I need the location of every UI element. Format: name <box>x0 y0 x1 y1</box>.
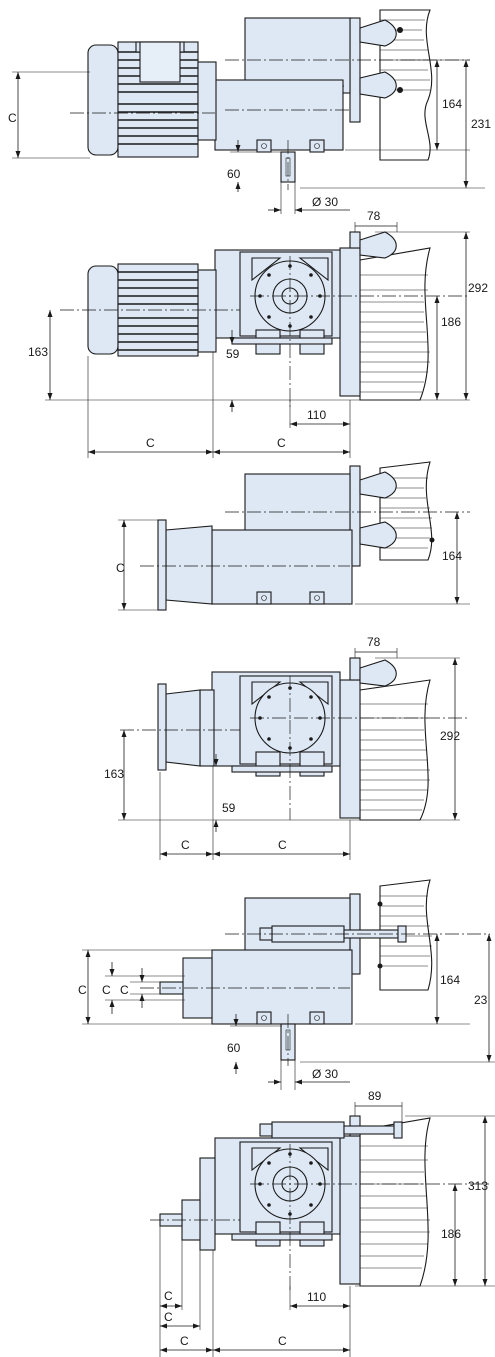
flange-plate <box>349 17 361 123</box>
actuator-cylinder <box>271 1121 345 1139</box>
wall-ribs <box>360 274 430 393</box>
dim-c-right-label: C <box>277 436 286 450</box>
foot-right <box>309 139 325 153</box>
foot-left <box>256 139 272 153</box>
dim-c-label: C <box>8 111 17 125</box>
dim-164-label: 164 <box>442 97 462 111</box>
dim-c2-label: C <box>102 983 111 997</box>
dim-110-label: 110 <box>307 1290 326 1304</box>
dim-c3-label: C <box>120 983 129 997</box>
dim-c-left-label: C <box>146 436 155 450</box>
actuator-rod <box>343 1125 397 1135</box>
dim-c4-label: C <box>278 1334 287 1348</box>
clamp-upper <box>359 471 397 499</box>
dim-23-label: 23 <box>474 993 488 1007</box>
motor-cooling-fins <box>118 271 198 351</box>
motor-flange <box>199 689 215 767</box>
motor-cooling-fins <box>118 51 198 145</box>
clamp-lower <box>359 521 397 549</box>
view-1-side-motor-gearbox: C 164 231 60 Ø 30 <box>8 9 491 214</box>
view-4-front-flange: 78 292 163 59 C C <box>104 635 470 860</box>
dim-c-label: C <box>116 561 125 575</box>
adapter-flange <box>157 683 167 771</box>
view-2-front-motor-gearbox: 78 292 186 163 59 110 C C <box>28 209 488 458</box>
gearbox-corner-tl <box>251 257 282 282</box>
dim-292-label: 292 <box>468 281 488 295</box>
dim-c3-label: C <box>180 1334 189 1348</box>
actuator-cap <box>259 1123 273 1137</box>
gearbox-lower-body <box>211 949 353 1025</box>
bell-housing <box>165 525 213 605</box>
view-6-front-input-shaft: 89 313 186 110 C C C C <box>150 1089 495 1357</box>
dim-dia30-label: Ø 30 <box>312 1067 338 1081</box>
dim-164-label: 164 <box>440 973 460 987</box>
adapter-flange <box>157 519 167 611</box>
motor-end-cap <box>87 44 119 156</box>
dim-c1-label: C <box>78 983 87 997</box>
dim-164-label: 164 <box>442 549 462 563</box>
dim-292-label: 292 <box>440 729 460 743</box>
foot-left <box>256 591 272 605</box>
dim-110-label: 110 <box>307 408 326 422</box>
bell-housing <box>165 689 201 767</box>
flange-plate-top <box>349 231 361 249</box>
dim-163-label: 163 <box>104 767 124 781</box>
dim-231-label: 231 <box>471 117 491 131</box>
dim-163-label: 163 <box>28 345 48 359</box>
gearbox-base <box>231 765 333 773</box>
bolt-head <box>397 27 403 33</box>
foot-right <box>309 591 325 605</box>
mounting-wall <box>359 1117 431 1287</box>
dim-c-right-label: C <box>278 838 287 852</box>
dim-186-label: 186 <box>441 315 461 329</box>
foot-left <box>256 1011 272 1025</box>
flange-plate <box>339 247 361 397</box>
flange-plate <box>339 1135 361 1285</box>
foot-right <box>309 1011 325 1025</box>
wall-ribs <box>380 477 432 549</box>
gearbox-base <box>231 1233 333 1241</box>
wall-ribs <box>360 1145 430 1269</box>
dim-186-label: 186 <box>441 1227 461 1241</box>
dim-313-label: 313 <box>468 1179 488 1193</box>
clamp-lower <box>359 71 397 99</box>
dim-c2-label: C <box>164 1310 173 1324</box>
input-housing <box>199 1157 216 1251</box>
clamp <box>359 231 397 259</box>
dim-59-label: 59 <box>222 801 236 815</box>
dim-c-left-label: C <box>181 838 190 852</box>
gearbox-lower-body <box>211 529 353 605</box>
dim-89-label: 89 <box>368 1089 382 1103</box>
clamp-upper <box>359 19 397 47</box>
flange-plate <box>339 679 361 819</box>
dim-78-label: 78 <box>367 209 381 223</box>
bolt-head <box>397 87 403 93</box>
gearbox-base <box>231 337 333 345</box>
mounting-wall <box>359 247 431 401</box>
dim-59-label: 59 <box>226 347 240 361</box>
motor-flange <box>197 269 217 353</box>
actuator-rod-end <box>393 1121 403 1139</box>
gearbox-corner-tr <box>298 257 329 282</box>
flange-plate-top <box>349 657 361 681</box>
clamp <box>359 659 397 687</box>
dim-c1-label: C <box>164 1289 173 1303</box>
dim-dia30-label: Ø 30 <box>312 195 338 209</box>
dim-60-label: 60 <box>227 1041 241 1055</box>
dim-60-label: 60 <box>227 167 241 181</box>
motor-flange <box>197 61 217 141</box>
terminal-box-lid <box>139 41 181 83</box>
dim-78-label: 78 <box>367 635 381 649</box>
view-5-side-input-shaft: C C C 164 23 60 Ø 30 <box>78 879 495 1090</box>
view-3-side-flange: C 164 <box>116 461 470 611</box>
